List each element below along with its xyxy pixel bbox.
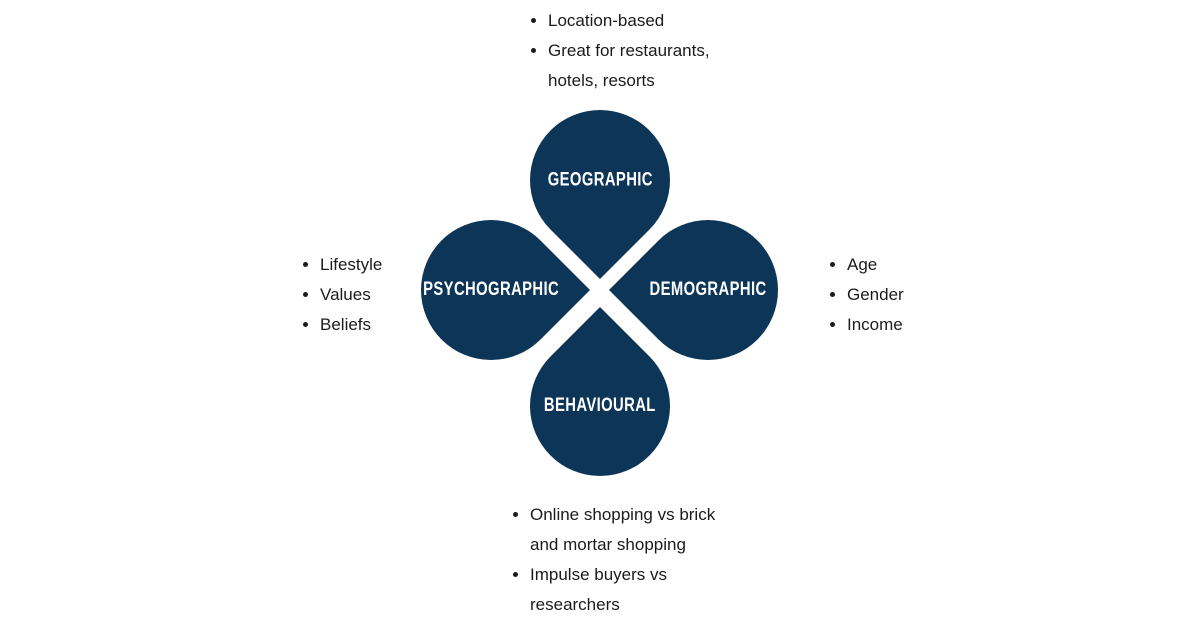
list-item: Age bbox=[847, 250, 1007, 280]
petal-behavioural-label: BEHAVIOURAL bbox=[544, 395, 656, 416]
list-item: Location-based bbox=[548, 6, 748, 36]
list-item: Income bbox=[847, 310, 1007, 340]
petal-demographic-label: DEMOGRAPHIC bbox=[649, 279, 767, 300]
list-item: Impulse buyers vs researchers bbox=[530, 560, 750, 620]
list-item: Values bbox=[320, 280, 480, 310]
list-item: Gender bbox=[847, 280, 1007, 310]
psychographic-notes-list: LifestyleValuesBeliefs bbox=[292, 250, 480, 340]
list-item: Beliefs bbox=[320, 310, 480, 340]
petal-psychographic-label: PSYCHOGRAPHIC bbox=[423, 279, 560, 301]
behavioural-notes-list: Online shopping vs brick and mortar shop… bbox=[502, 500, 750, 620]
list-item: Online shopping vs brick and mortar shop… bbox=[530, 500, 750, 560]
list-item: Lifestyle bbox=[320, 250, 480, 280]
geographic-notes-list: Location-basedGreat for restaurants, hot… bbox=[520, 6, 748, 96]
list-item: Great for restaurants, hotels, resorts bbox=[548, 36, 748, 96]
petal-geographic-label: GEOGRAPHIC bbox=[547, 168, 653, 190]
demographic-notes-list: AgeGenderIncome bbox=[819, 250, 1007, 340]
